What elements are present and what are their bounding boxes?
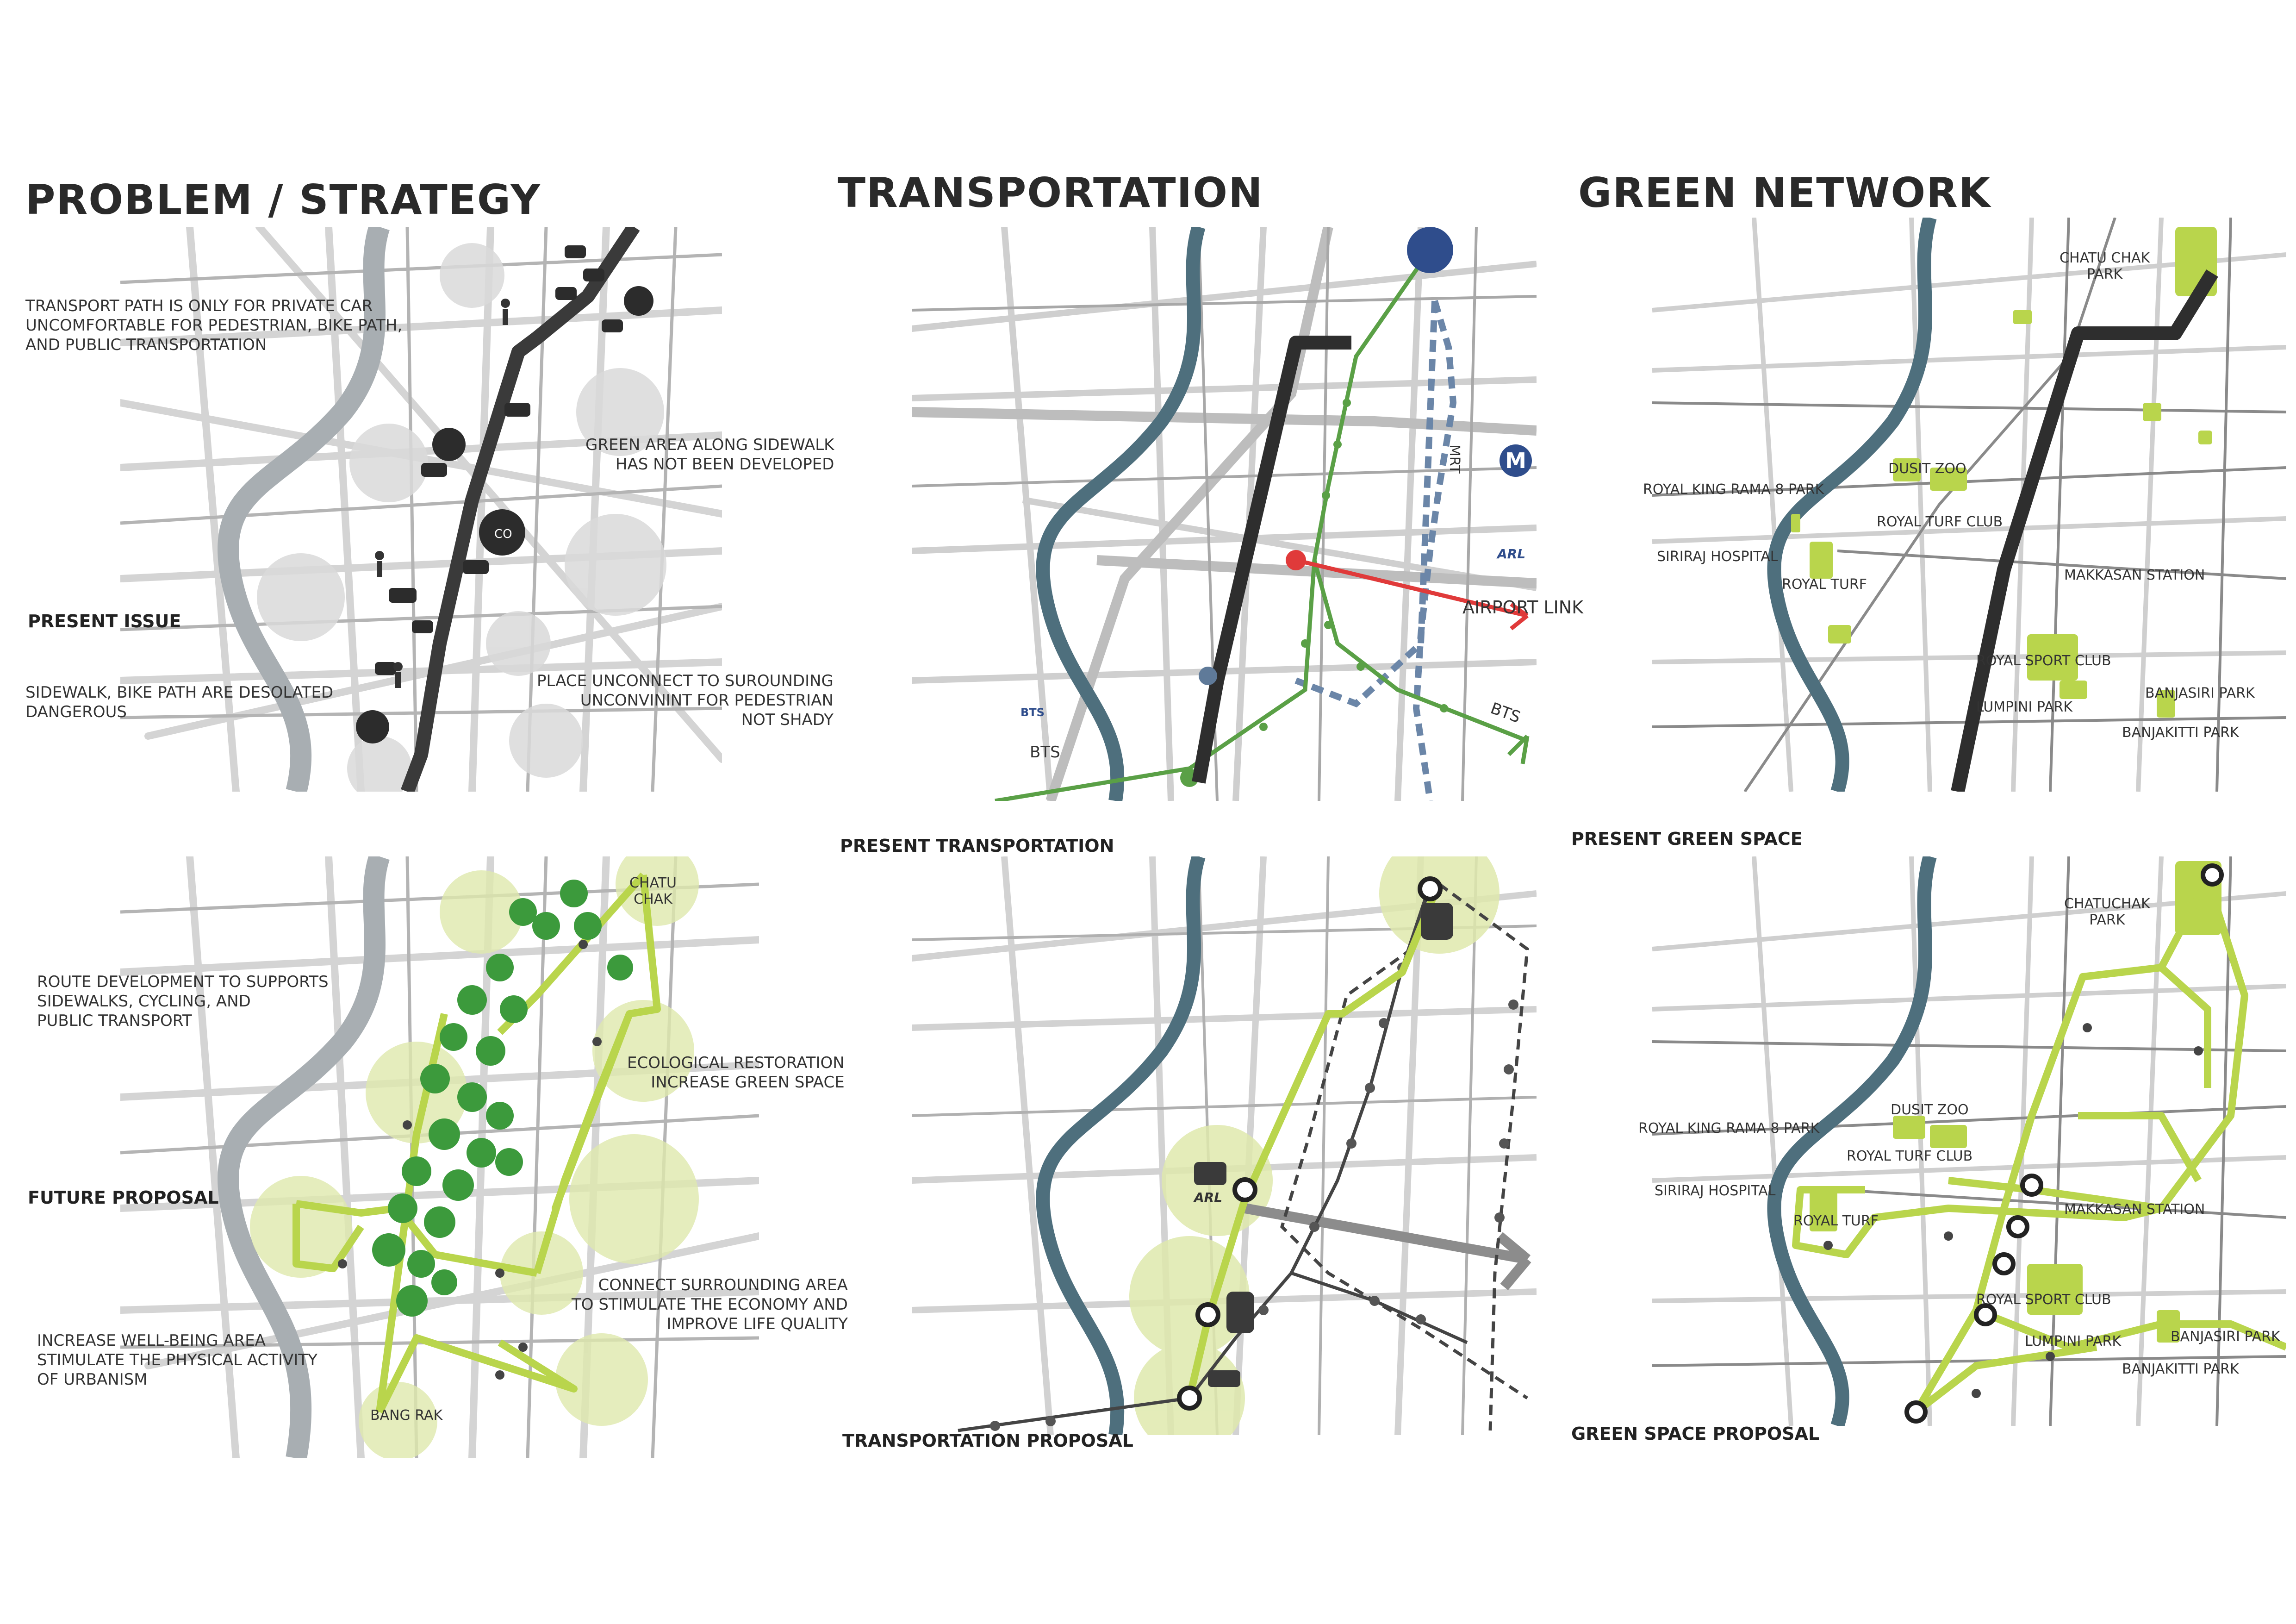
note-transport-path: TRANSPORT PATH IS ONLY FOR PRIVATE CAR U…	[25, 297, 403, 354]
place-makkasan-station-proposal: MAKKASAN STATION	[2064, 1201, 2205, 1218]
river	[1767, 218, 1937, 792]
map-transportation-proposal	[912, 856, 1537, 1435]
place-royal-turf-club-proposal: ROYAL TURF CLUB	[1847, 1148, 1973, 1164]
green-space-patches	[1791, 227, 2217, 718]
main-road-route	[1192, 336, 1351, 784]
pedestrian-icons	[338, 940, 602, 1380]
note-route-development: ROUTE DEVELOPMENT TO SUPPORTS SIDEWALKS,…	[37, 973, 329, 1030]
proposed-nodes	[1904, 863, 2224, 1424]
place-bang-rak: BANG RAK	[370, 1407, 443, 1424]
label-bts-left: BTS	[1030, 743, 1060, 762]
place-royal-turf: ROYAL TURF	[1782, 576, 1867, 593]
place-banjasiri-park-proposal: BANJASIRI PARK	[2171, 1329, 2280, 1345]
main-road-route	[1951, 269, 2218, 792]
green-node-circles	[250, 856, 699, 1458]
bts-logo-icon: BTS	[1020, 706, 1045, 719]
river	[1036, 227, 1206, 801]
place-royal-sport-club: ROYAL SPORT CLUB	[1976, 653, 2111, 669]
place-lumpini-park: LUMPINI PARK	[1976, 699, 2073, 715]
boat-icon	[1208, 1370, 1240, 1387]
section-title-transportation: TRANSPORTATION	[838, 169, 1263, 217]
map-present-transportation	[912, 227, 1537, 801]
bus-icon	[1421, 903, 1453, 940]
line-stations	[990, 962, 1518, 1431]
place-chatuchak-park: CHATU CHAK PARK	[2060, 250, 2150, 282]
map-future-proposal	[120, 856, 759, 1458]
note-well-being: INCREASE WELL-BEING AREA STIMULATE THE P…	[37, 1331, 317, 1389]
place-dusit-zoo-proposal: DUSIT ZOO	[1891, 1102, 1969, 1118]
train-icon	[1226, 1292, 1254, 1333]
airport-link-station	[1286, 550, 1306, 570]
place-royal-sport-club-proposal: ROYAL SPORT CLUB	[1976, 1292, 2111, 1308]
section-title-problem: PROBLEM / STRATEGY	[25, 176, 541, 224]
main-road-route	[400, 227, 640, 792]
section-title-green-network: GREEN NETWORK	[1578, 169, 1991, 217]
place-royal-turf-proposal: ROYAL TURF	[1793, 1213, 1879, 1229]
note-green-area: GREEN AREA ALONG SIDEWALK HAS NOT BEEN D…	[585, 436, 834, 474]
place-banjakitti-park: BANJAKITTI PARK	[2122, 725, 2239, 741]
note-unconnect: PLACE UNCONNECT TO SUROUNDING UNCONVININ…	[537, 672, 834, 729]
pedestrian-icons	[375, 299, 510, 688]
label-green-space-proposal: GREEN SPACE PROPOSAL	[1571, 1424, 1820, 1444]
label-present-issue: PRESENT ISSUE	[28, 611, 181, 631]
label-present-transportation: PRESENT TRANSPORTATION	[840, 836, 1114, 856]
car-icons	[375, 245, 623, 675]
map-present-green-space	[1652, 218, 2286, 792]
proposed-mrt-line	[1280, 884, 1528, 1399]
place-chatu-chak: CHATU CHAK	[629, 875, 677, 907]
interchange-station	[1199, 667, 1217, 685]
note-ecological-restoration: ECOLOGICAL RESTORATION INCREASE GREEN SP…	[627, 1054, 845, 1092]
place-chatuchak-park-proposal: CHATUCHAK PARK	[2064, 896, 2150, 928]
bts-line	[995, 249, 1528, 801]
arl-label: ARL	[1194, 1190, 1223, 1205]
note-sidewalk: SIDEWALK, BIKE PATH ARE DESOLATED DANGER…	[25, 683, 334, 721]
co2-label: CO	[494, 527, 512, 541]
pedestrian-icons	[1823, 1023, 2203, 1398]
place-banjasiri-park: BANJASIRI PARK	[2145, 685, 2255, 701]
proposed-rail-line	[1438, 883, 1529, 1431]
co2-cloud-icons	[356, 286, 653, 743]
label-future-proposal: FUTURE PROPOSAL	[28, 1187, 219, 1208]
mrt-logo-icon: M	[1500, 444, 1532, 477]
river	[218, 227, 390, 792]
label-mrt: MRT	[1446, 444, 1462, 474]
place-makkasan-station: MAKKASAN STATION	[2064, 567, 2205, 583]
place-lumpini-park-proposal: LUMPINI PARK	[2025, 1333, 2122, 1349]
proposed-stations	[1177, 876, 1443, 1411]
place-dusit-zoo: DUSIT ZOO	[1888, 461, 1966, 477]
place-banjakitti-park-proposal: BANJAKITTI PARK	[2122, 1361, 2239, 1377]
mrt-terminal	[1407, 227, 1453, 273]
arl-train-icon	[1194, 1162, 1226, 1185]
place-siriraj-hospital: SIRIRAJ HOSPITAL	[1657, 549, 1778, 565]
map-present-issue: CO	[120, 227, 722, 792]
place-rama8-park: ROYAL KING RAMA 8 PARK	[1643, 481, 1824, 498]
problem-zones	[257, 243, 666, 792]
airport-link-arrow	[1244, 1203, 1528, 1264]
note-connect-surrounding: CONNECT SURROUNDING AREA TO STIMULATE TH…	[572, 1276, 848, 1333]
arl-logo-icon: ARL	[1497, 546, 1526, 562]
map-green-space-proposal	[1652, 856, 2286, 1426]
station-catchment-circles	[1129, 856, 1500, 1435]
place-royal-turf-club: ROYAL TURF CLUB	[1877, 514, 2003, 530]
tree-icons	[372, 880, 633, 1317]
place-siriraj-hospital-proposal: SIRIRAJ HOSPITAL	[1655, 1183, 1776, 1199]
label-transportation-proposal: TRANSPORTATION PROPOSAL	[842, 1430, 1133, 1451]
airport-link-line	[1295, 558, 1528, 618]
place-rama8-park-proposal: ROYAL KING RAMA 8 PARK	[1638, 1120, 1820, 1137]
label-airport-link: AIRPORT LINK	[1462, 597, 1584, 618]
label-present-green-space: PRESENT GREEN SPACE	[1571, 829, 1803, 849]
